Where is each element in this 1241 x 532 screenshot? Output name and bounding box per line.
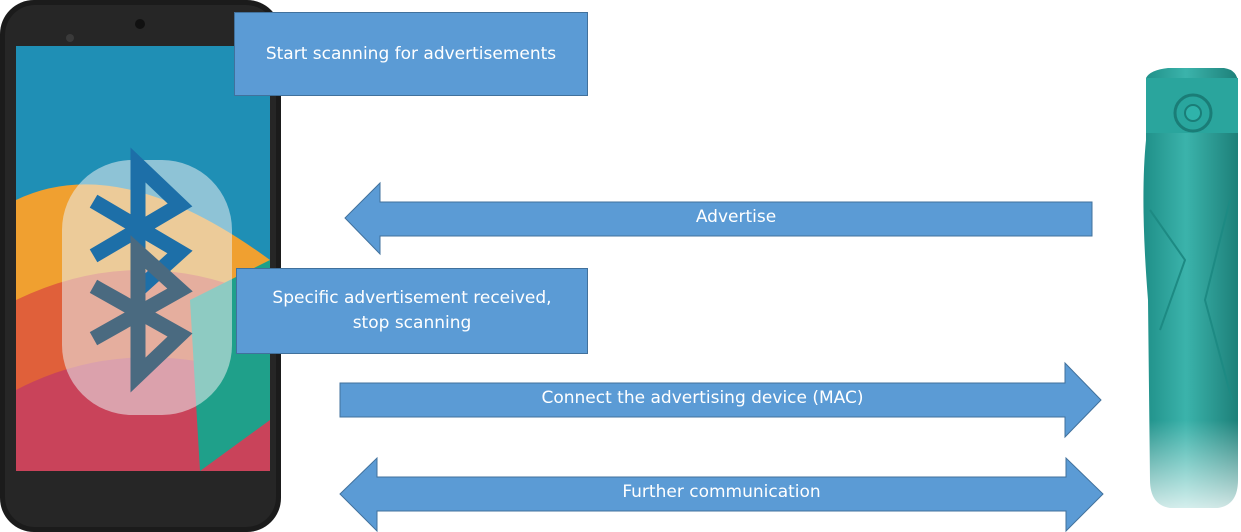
start-scan-label: Start scanning for advertisements <box>265 43 557 64</box>
smart-water-bottle-icon <box>1140 68 1241 532</box>
connect-label: Connect the advertising device (MAC) <box>541 388 864 408</box>
received-label-line2: stop scanning <box>352 313 472 333</box>
further-communication-label: Further communication <box>622 482 821 502</box>
received-box: Specific advertisement received, stop sc… <box>236 268 588 354</box>
further-communication-arrow <box>339 456 1104 532</box>
start-scan-box: Start scanning for advertisements <box>234 12 588 96</box>
bluetooth-icon <box>89 147 193 393</box>
advertise-label: Advertise <box>695 207 777 227</box>
received-label-line1: Specific advertisement received, <box>272 288 552 308</box>
advertise-arrow <box>344 181 1093 256</box>
connect-arrow <box>339 361 1102 439</box>
